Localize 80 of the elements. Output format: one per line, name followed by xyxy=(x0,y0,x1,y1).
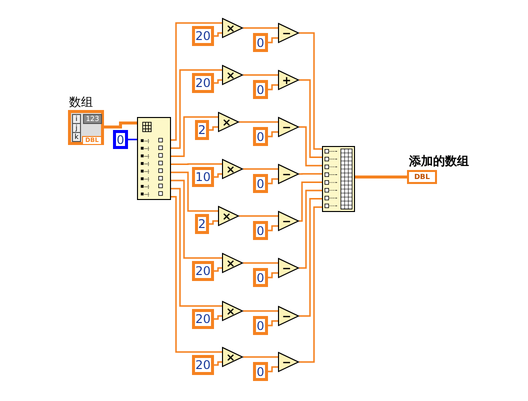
arithmetic-node: × xyxy=(222,159,243,179)
wire xyxy=(243,168,278,170)
numeric-constant: 0 xyxy=(253,362,268,381)
wire xyxy=(171,188,222,307)
wire xyxy=(299,206,322,363)
numeric-constant: 20 xyxy=(192,261,214,281)
wire xyxy=(171,180,222,259)
numeric-constant: 20 xyxy=(192,355,214,375)
wire xyxy=(128,138,137,140)
numeric-constant: 0 xyxy=(253,268,268,287)
numeric-constant: 0 xyxy=(253,174,268,193)
wire xyxy=(171,22,222,141)
wire xyxy=(171,116,218,157)
wire xyxy=(299,173,322,175)
numeric-constant: 20 xyxy=(192,26,214,46)
wire xyxy=(299,126,322,166)
arithmetic-node: × xyxy=(222,301,243,321)
wire xyxy=(214,267,222,272)
wire xyxy=(214,173,222,178)
indicator-label: 添加的数组 xyxy=(409,153,469,170)
arithmetic-node: − xyxy=(278,23,299,43)
arithmetic-node: × xyxy=(218,206,239,226)
arithmetic-node: − xyxy=(278,164,299,184)
arithmetic-node: × xyxy=(222,65,243,85)
wire xyxy=(214,79,222,84)
wire xyxy=(239,121,278,123)
wire xyxy=(239,215,278,217)
control-label: 数组 xyxy=(69,94,93,111)
arithmetic-node: × xyxy=(222,18,243,38)
numeric-constant: 20 xyxy=(192,309,214,329)
wire xyxy=(171,196,222,353)
wire xyxy=(171,69,222,149)
numeric-constant: 0 xyxy=(253,221,268,240)
wire xyxy=(243,27,278,29)
arithmetic-node: × xyxy=(222,253,243,273)
wire xyxy=(209,126,218,131)
wire xyxy=(268,37,278,44)
wire xyxy=(299,32,322,150)
arithmetic-node: − xyxy=(278,211,299,231)
arithmetic-node: + xyxy=(278,70,299,90)
numeric-constant: 0 xyxy=(253,316,268,335)
wire xyxy=(299,198,322,317)
wire xyxy=(171,172,218,212)
wire xyxy=(268,366,278,372)
wire xyxy=(171,163,222,166)
wire xyxy=(214,32,222,37)
arithmetic-node: × xyxy=(222,347,243,367)
wire xyxy=(104,122,137,128)
numeric-constant: 20 xyxy=(192,73,214,93)
wire xyxy=(299,190,322,269)
wire xyxy=(299,79,322,158)
wire xyxy=(214,361,222,366)
wire xyxy=(268,272,278,278)
wire xyxy=(268,178,278,184)
wire xyxy=(243,356,278,358)
wire xyxy=(299,181,322,222)
wire xyxy=(214,315,222,320)
wire xyxy=(268,84,278,90)
wire xyxy=(243,74,278,76)
numeric-constant: 2 xyxy=(195,214,209,234)
wire xyxy=(268,320,278,326)
arithmetic-node: − xyxy=(278,258,299,278)
numeric-constant: 10 xyxy=(192,167,214,187)
arithmetic-node: − xyxy=(278,306,299,326)
numeric-constant: 2 xyxy=(195,120,209,140)
wire xyxy=(268,131,278,138)
wire xyxy=(243,310,278,312)
index-array-function xyxy=(137,117,171,200)
numeric-constant: 0 xyxy=(253,127,268,146)
arithmetic-node: − xyxy=(278,117,299,137)
build-array-function xyxy=(322,146,355,212)
wire xyxy=(243,262,278,264)
numeric-constant: 0 xyxy=(253,80,268,99)
wire xyxy=(209,220,218,225)
numeric-constant: 0 xyxy=(113,130,128,149)
arithmetic-node: − xyxy=(278,352,299,372)
wire xyxy=(268,225,278,232)
numeric-constant: 0 xyxy=(253,33,268,52)
wire xyxy=(355,176,407,178)
arithmetic-node: × xyxy=(218,112,239,132)
